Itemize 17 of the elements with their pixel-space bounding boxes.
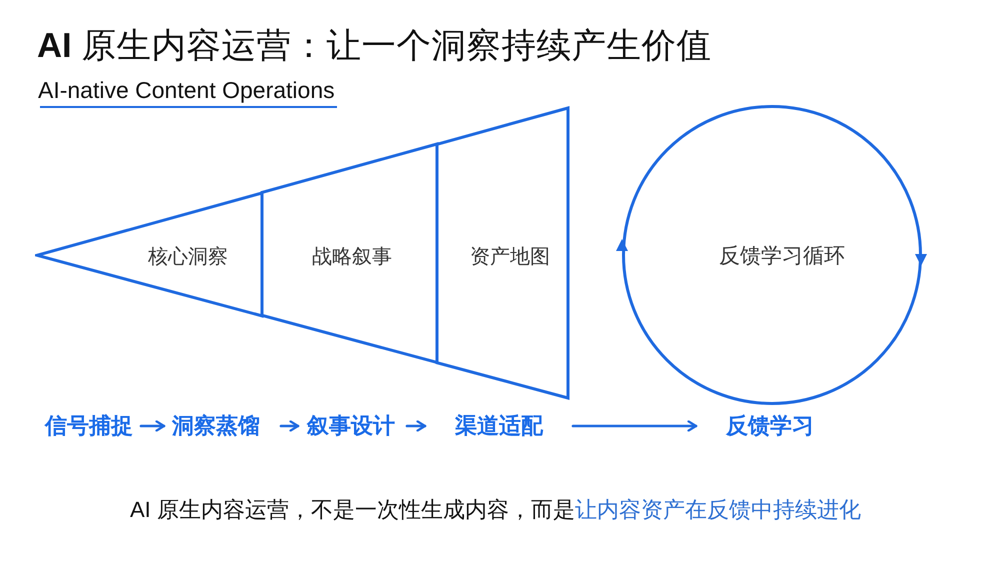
arrow — [140, 420, 166, 432]
title: AI 原生内容运营：让一个洞察持续产生价值 — [37, 29, 712, 64]
funnel-segment: 核心洞察 — [35, 190, 264, 318]
arrow — [406, 420, 426, 432]
funnel-segment: 资产地图 — [435, 106, 570, 400]
step-label: 反馈学习 — [726, 415, 814, 437]
highlight-text: 让内容资产在反馈中持续进化 — [574, 497, 861, 522]
subtitle: AI-native Content Operations — [38, 79, 335, 102]
arrow — [280, 420, 300, 432]
step-label: 叙事设计 — [307, 415, 395, 437]
step-label: 信号捕捉 — [45, 415, 133, 437]
step-label: 渠道适配 — [455, 415, 543, 437]
funnel-segment: 战略叙事 — [260, 142, 439, 365]
arrow — [572, 420, 698, 432]
caption-text: AI 原生内容运营，不是一次性生成内容，而是 — [130, 497, 575, 522]
cycle-circle: 反馈学习循环 — [620, 103, 924, 407]
step-label: 洞察蒸馏 — [172, 415, 260, 437]
